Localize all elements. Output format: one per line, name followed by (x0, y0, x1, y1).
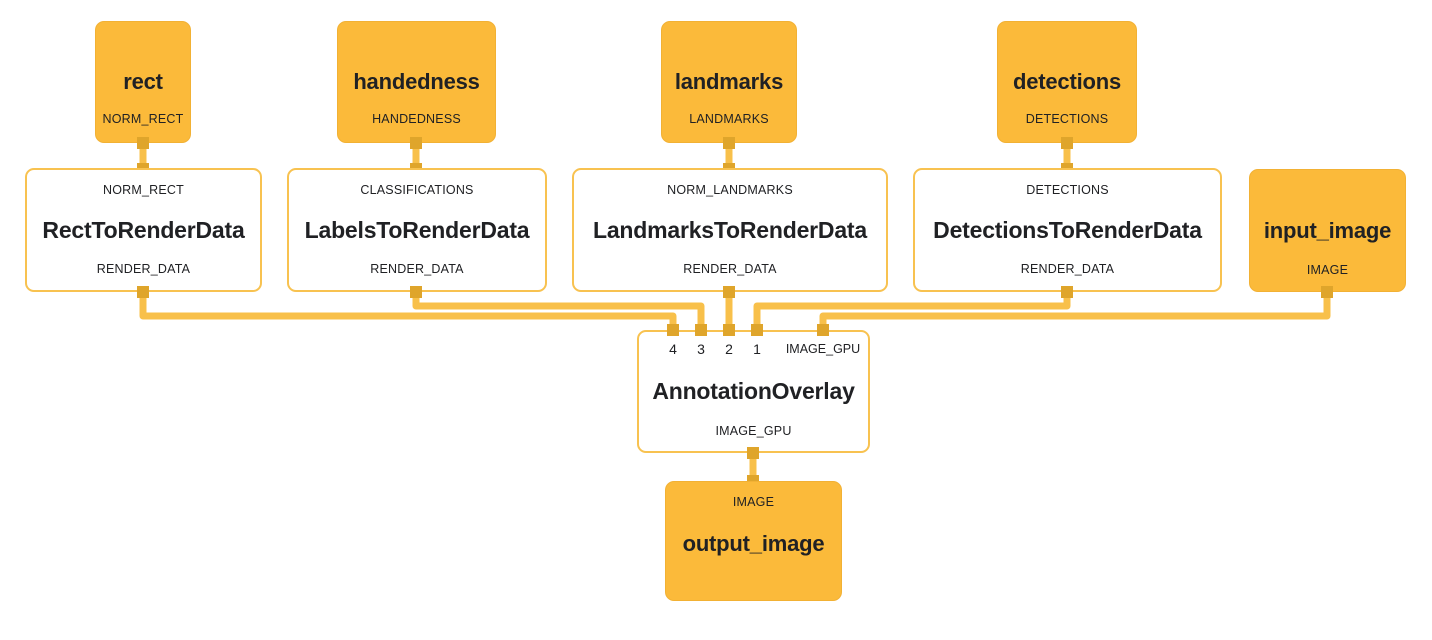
input-port-label-image-gpu: IMAGE_GPU (785, 342, 861, 356)
stream-node-detections[interactable]: detections DETECTIONS (997, 21, 1137, 143)
edge-inputimage-to-imagegpu (819, 292, 1331, 336)
input-port-label: DETECTIONS (1026, 183, 1109, 197)
port-detectionstorenderdata-render-data-out[interactable] (1061, 286, 1073, 298)
calculator-node-landmarkstorenderdata[interactable]: NORM_LANDMARKS LandmarksToRenderData REN… (572, 168, 888, 292)
node-title: LabelsToRenderData (304, 216, 530, 243)
input-port-label: IMAGE (732, 495, 775, 509)
port-recttorenderdata-render-data-out[interactable] (137, 286, 149, 298)
stream-node-landmarks[interactable]: landmarks LANDMARKS (661, 21, 797, 143)
calculator-node-labelstorenderdata[interactable]: CLASSIFICATIONS LabelsToRenderData RENDE… (287, 168, 547, 292)
port-annotationoverlay-in-3[interactable] (695, 324, 707, 336)
port-annotationoverlay-in-1[interactable] (751, 324, 763, 336)
port-annotationoverlay-image-gpu-out[interactable] (747, 447, 759, 459)
port-handedness-out[interactable] (410, 137, 422, 149)
port-landmarkstorenderdata-render-data-out[interactable] (723, 286, 735, 298)
port-landmarks-out[interactable] (723, 137, 735, 149)
port-labelstorenderdata-render-data-out[interactable] (410, 286, 422, 298)
port-annotationoverlay-in-2[interactable] (723, 324, 735, 336)
node-title: handedness (353, 69, 480, 94)
calculator-node-annotationoverlay[interactable]: AnnotationOverlay IMAGE_GPU (637, 330, 870, 453)
input-port-label-3: 3 (697, 341, 705, 357)
output-port-label: RENDER_DATA (1020, 261, 1115, 276)
input-port-label-1: 1 (753, 341, 761, 357)
calculator-node-recttorenderdata[interactable]: NORM_RECT RectToRenderData RENDER_DATA (25, 168, 262, 292)
edge-render-to-port-3 (412, 292, 705, 336)
output-port-label: IMAGE_GPU (715, 423, 792, 438)
port-detections-out[interactable] (1061, 137, 1073, 149)
output-port-label: HANDEDNESS (372, 111, 461, 126)
input-port-label-2: 2 (725, 341, 733, 357)
input-port-label-4: 4 (669, 341, 677, 357)
output-port-label: RENDER_DATA (370, 261, 464, 276)
output-port-label: IMAGE (1306, 262, 1349, 277)
input-port-label: NORM_LANDMARKS (667, 183, 793, 197)
node-title: rect (123, 69, 163, 94)
node-title: output_image (682, 531, 825, 556)
node-title: detections (1012, 69, 1122, 94)
input-port-label: CLASSIFICATIONS (360, 183, 474, 197)
port-rect-norm-rect-out[interactable] (137, 137, 149, 149)
port-annotationoverlay-in-image-gpu[interactable] (817, 324, 829, 336)
edge-render-to-port-1 (753, 292, 1071, 336)
input-port-label: NORM_RECT (103, 183, 184, 197)
port-annotationoverlay-in-4[interactable] (667, 324, 679, 336)
output-port-label: LANDMARKS (689, 111, 769, 126)
port-input-image-out[interactable] (1321, 286, 1333, 298)
calculator-node-detectionstorenderdata[interactable]: DETECTIONS DetectionsToRenderData RENDER… (913, 168, 1222, 292)
node-title: RectToRenderData (42, 216, 245, 243)
output-port-label: RENDER_DATA (96, 261, 191, 276)
stream-node-handedness[interactable]: handedness HANDEDNESS (337, 21, 496, 143)
output-port-label: NORM_RECT (102, 111, 184, 126)
output-port-label: DETECTIONS (1025, 111, 1109, 126)
node-title: AnnotationOverlay (652, 378, 855, 404)
output-port-label: RENDER_DATA (683, 261, 777, 276)
edge-render-to-port-4 (139, 292, 677, 336)
stream-node-input-image[interactable]: input_image IMAGE (1249, 169, 1406, 292)
node-title: landmarks (674, 69, 784, 94)
stream-node-output-image[interactable]: IMAGE output_image (665, 481, 842, 601)
node-title: LandmarksToRenderData (592, 216, 867, 243)
stream-node-rect[interactable]: rect NORM_RECT (95, 21, 191, 143)
node-title: input_image (1263, 217, 1392, 243)
node-title: DetectionsToRenderData (933, 216, 1202, 243)
